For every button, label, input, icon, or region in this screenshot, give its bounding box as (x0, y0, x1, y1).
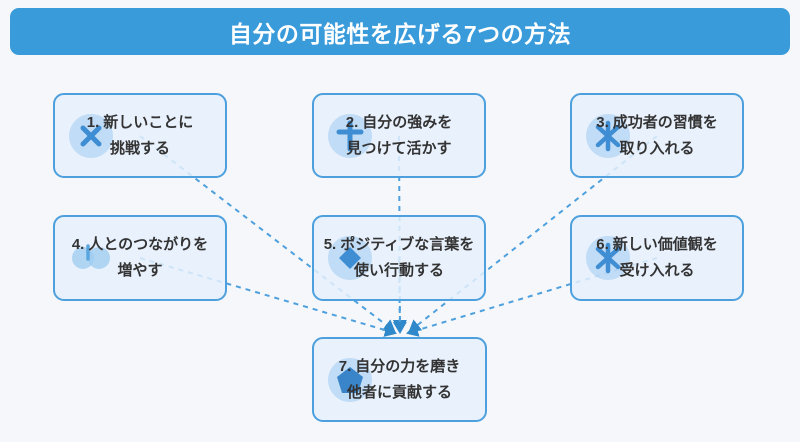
asterisk-icon (586, 236, 630, 280)
method-card-3: 3.成功者の習慣を 取り入れる (570, 93, 744, 178)
method-card-text: 7.自分の力を磨き 他者に貢献する (338, 357, 461, 401)
title-banner: 自分の可能性を広げる7つの方法 (10, 8, 790, 55)
method-card-2: 2.自分の強みを 見つけて活かす (312, 93, 486, 178)
method-card-6: 6.新しい価値観を 受け入れる (570, 215, 744, 301)
x-icon (69, 113, 113, 158)
diamond-icon (328, 236, 372, 280)
method-card-text: 2.自分の強みを 見つけて活かす (345, 113, 453, 157)
asterisk-icon (586, 113, 630, 158)
page-title: 自分の可能性を広げる7つの方法 (228, 20, 572, 47)
method-card-7: 7.自分の力を磨き 他者に貢献する (312, 337, 487, 422)
people-icon (69, 236, 113, 280)
method-card-text: 3.成功者の習慣を 取り入れる (596, 113, 718, 157)
method-card-text: 1.新しいことに 挑戦する (86, 113, 194, 157)
method-card-text: 4.人とのつながりを 増やす (71, 236, 209, 279)
method-card-5: 5.ポジティブな言葉を 使い行動する (312, 215, 486, 301)
method-card-text: 5.ポジティブな言葉を 使い行動する (323, 236, 475, 279)
method-card-1: 1.新しいことに 挑戦する (53, 93, 227, 178)
method-card-4: 4.人とのつながりを 増やす (53, 215, 227, 301)
pentagon-icon (328, 357, 372, 402)
plus-cross-icon (328, 113, 372, 158)
method-card-text: 6.新しい価値観を 受け入れる (596, 236, 718, 279)
